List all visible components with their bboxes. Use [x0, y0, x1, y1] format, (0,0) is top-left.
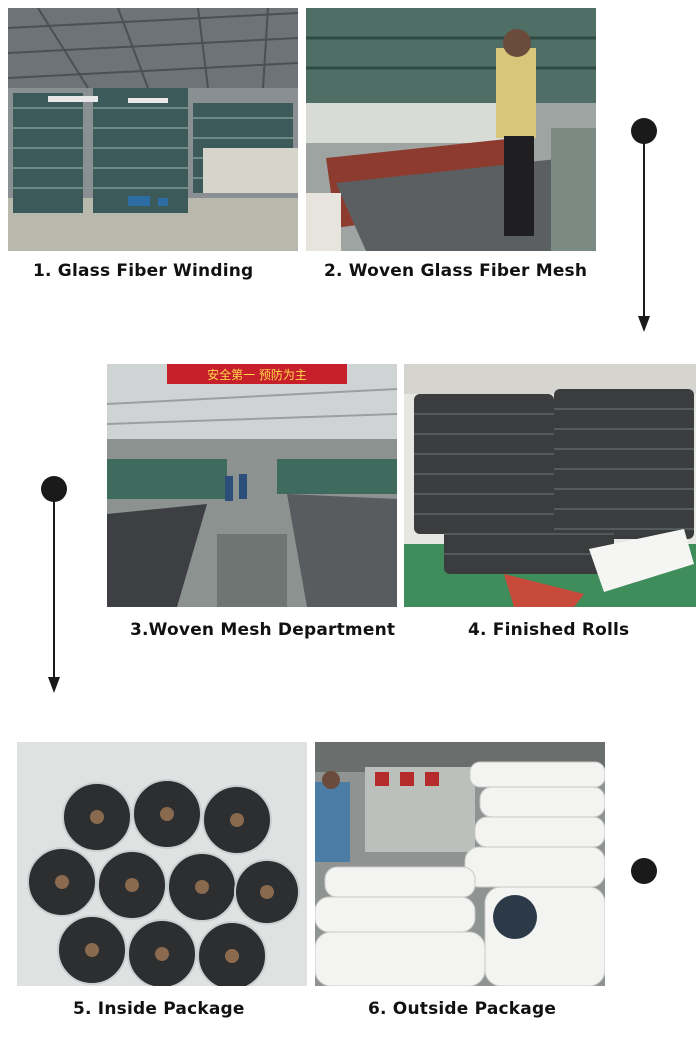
step-1-caption: 1. Glass Fiber Winding [33, 261, 254, 281]
safety-banner-text: 安全第一 预防为主 [207, 367, 307, 382]
flow-arrow-head-icon [638, 316, 650, 332]
flow-arrow-icon [643, 138, 645, 318]
flow-arrow-head-icon [48, 677, 60, 693]
step-5-caption: 5. Inside Package [73, 999, 245, 1019]
photo-woven-glass-fiber-mesh [306, 8, 596, 251]
step-4-caption: 4. Finished Rolls [468, 620, 630, 640]
step-2-caption: 2. Woven Glass Fiber Mesh [324, 261, 588, 281]
photo-finished-rolls [404, 364, 696, 607]
flow-arrow-icon [53, 496, 55, 679]
step-6-caption: 6. Outside Package [368, 999, 557, 1019]
photo-outside-package [315, 742, 605, 986]
photo-woven-mesh-department: 安全第一 预防为主 [107, 364, 397, 607]
step-3-caption: 3.Woven Mesh Department [130, 620, 396, 640]
photo-glass-fiber-winding [8, 8, 298, 251]
flow-dot-icon [631, 858, 657, 884]
photo-inside-package [17, 742, 307, 986]
